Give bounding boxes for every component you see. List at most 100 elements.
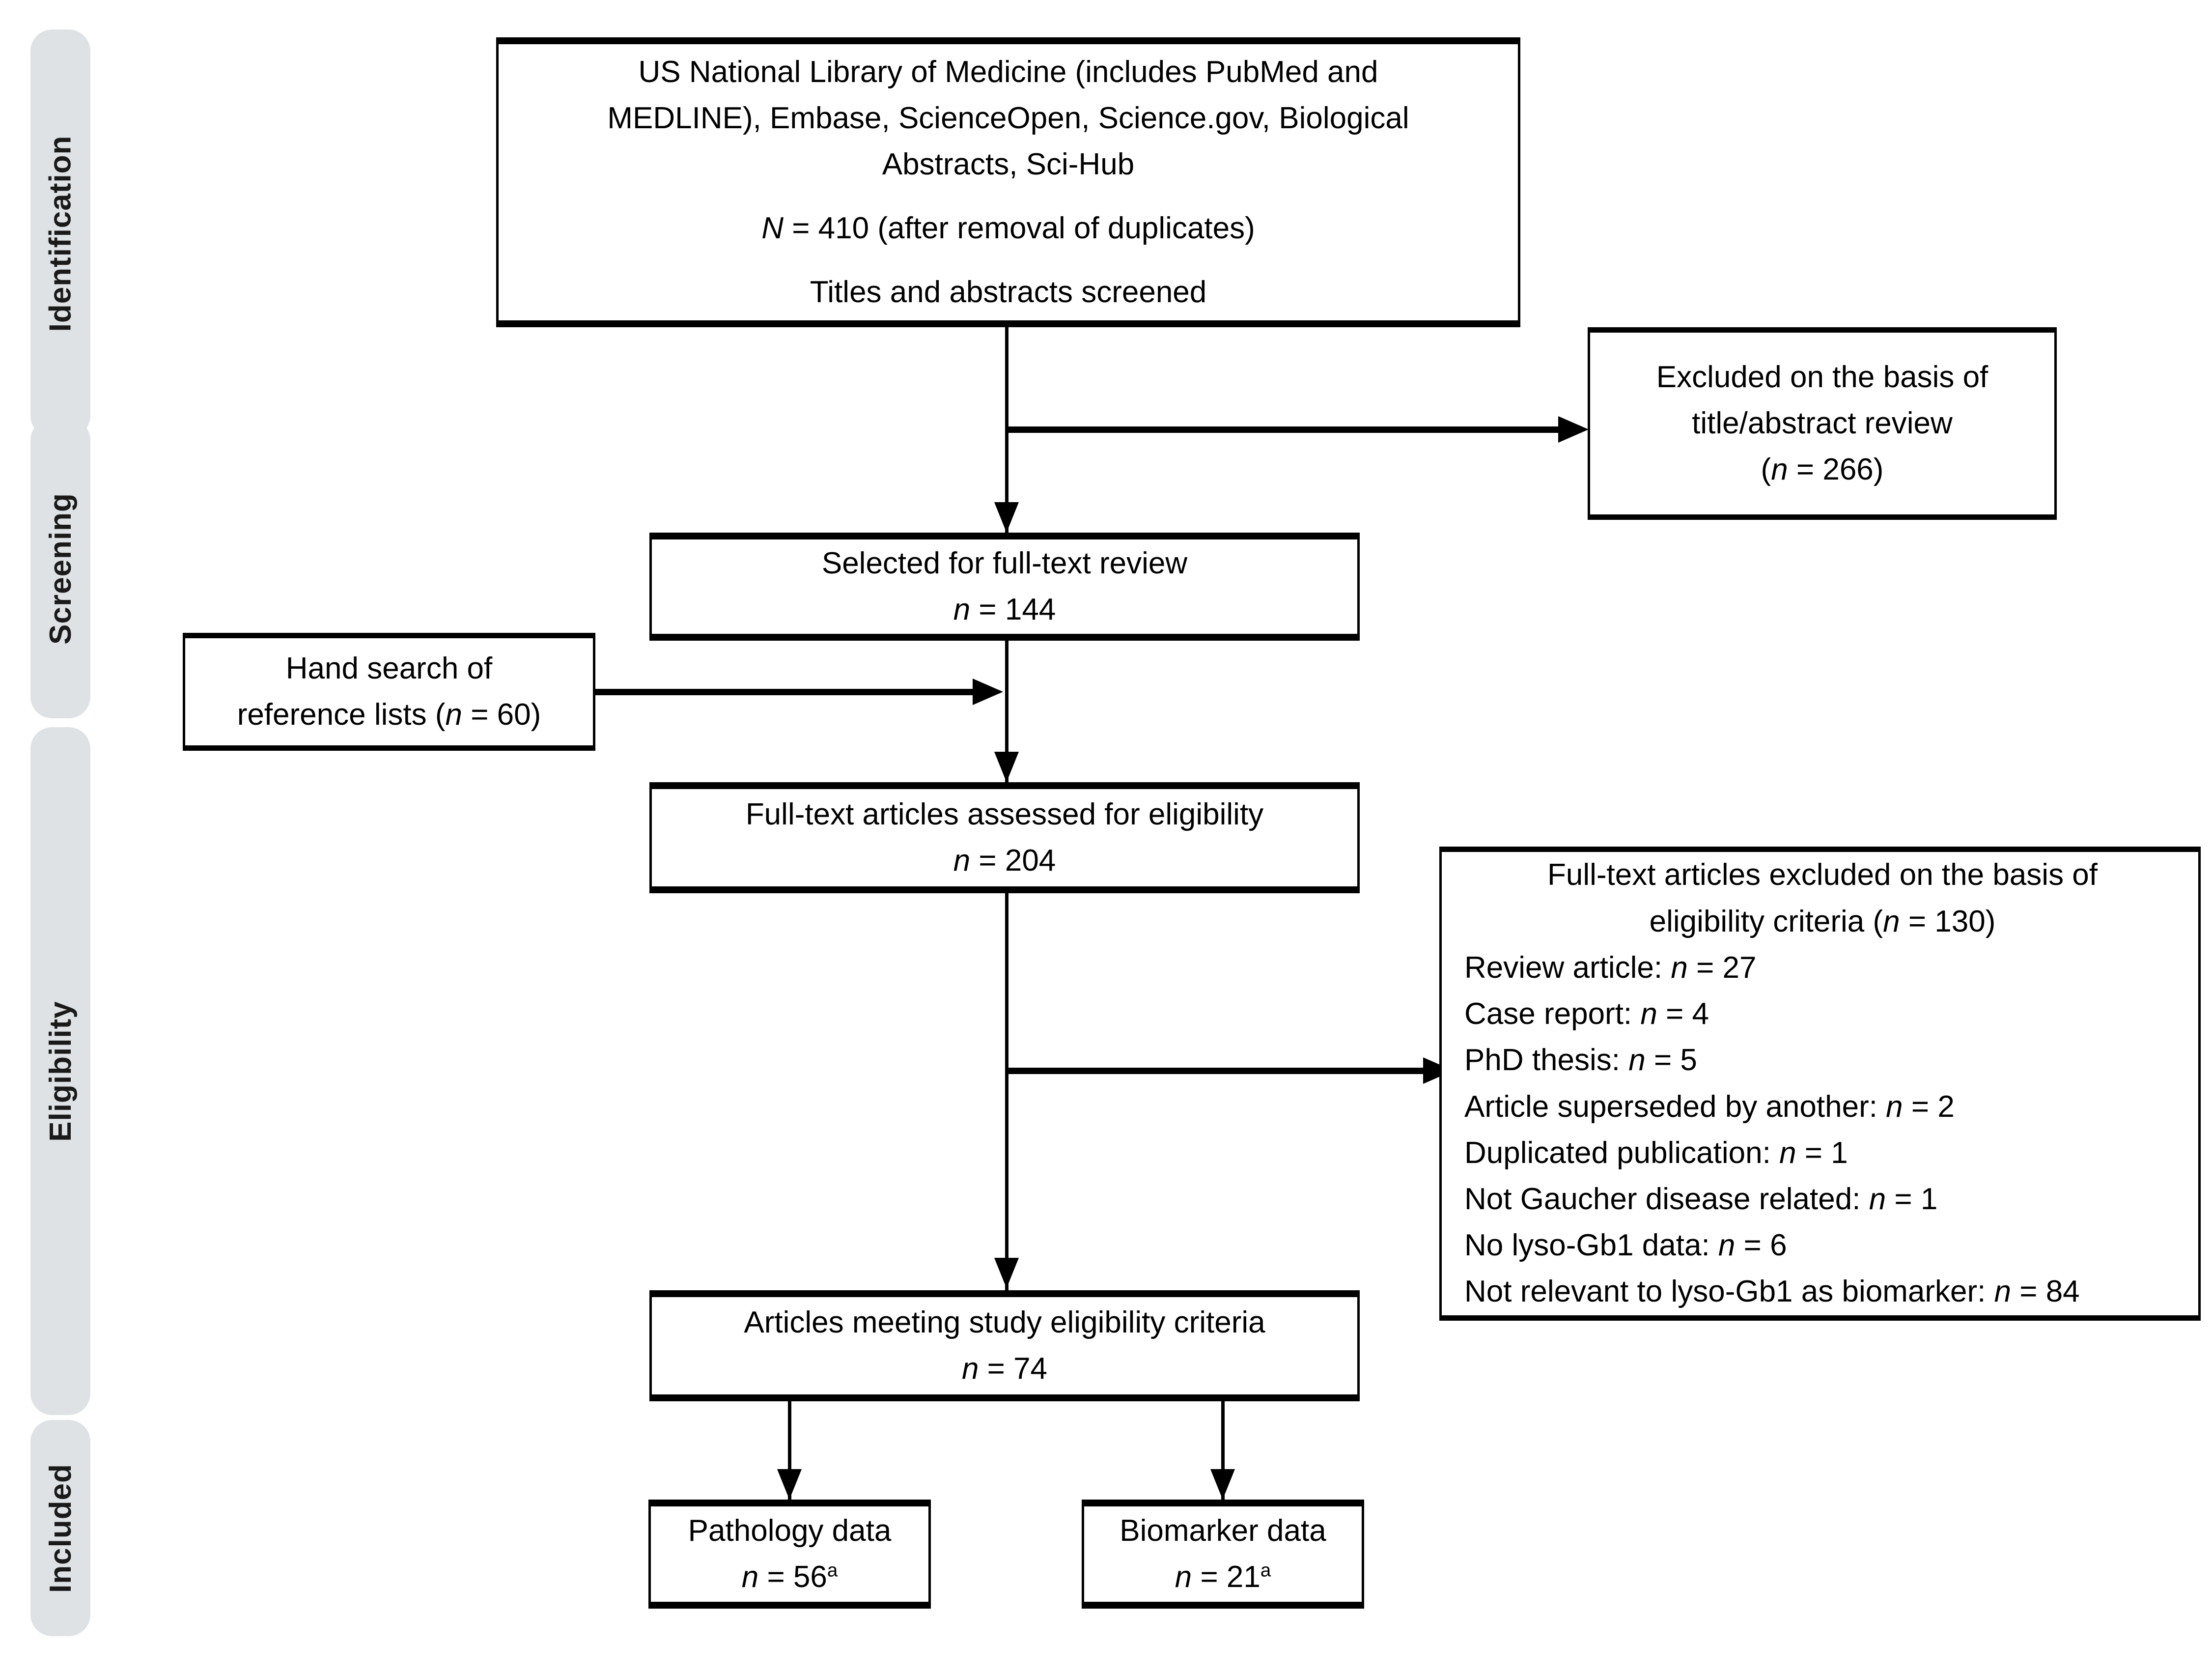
excluded-reason-prefix: n (1779, 1135, 1796, 1170)
sources-line-3: Abstracts, Sci-Hub (882, 147, 1135, 182)
excluded-elig-header-2: eligibility criteria (n = 130) (1464, 899, 2181, 945)
biomarker-count-prefix: n (1175, 1560, 1192, 1594)
phase-tab-screening: Screening (30, 419, 90, 718)
excluded-elig-header-1: Full-text articles excluded on the basis… (1547, 858, 2098, 892)
box-sources: US National Library of Medicine (include… (496, 37, 1520, 327)
excluded-ta-line-1: Excluded on the basis of (1656, 360, 1988, 394)
excluded-elig-header2-post: = 130) (1900, 904, 1996, 938)
excluded-reason-value: = 84 (2011, 1275, 2080, 1309)
excluded-reason-value: = 2 (1903, 1089, 1955, 1124)
box-meeting-criteria: Articles meeting study eligibility crite… (649, 1290, 1360, 1401)
sources-count-prefix: N (761, 211, 784, 246)
excluded-reason-label: Not relevant to lyso-Gb1 as biomarker: (1464, 1275, 1994, 1309)
sources-line-2: MEDLINE), Embase, ScienceOpen, Science.g… (607, 101, 1409, 136)
connector-meeting-to-biomarker (1221, 1401, 1225, 1500)
connector-meeting-to-pathology (788, 1401, 791, 1500)
excluded-reason-label: Case report: (1464, 997, 1641, 1031)
arrow-selected-to-assessed (994, 752, 1019, 782)
excluded-reason-item: Not relevant to lyso-Gb1 as biomarker: n… (1464, 1269, 2181, 1315)
arrow-sources-to-excluded (1558, 416, 1589, 443)
selected-count: n = 144 (665, 587, 1344, 633)
pathology-count-value: = 56 (758, 1560, 827, 1594)
excluded-reason-label: Review article: (1464, 950, 1671, 985)
pathology-count: n = 56a (664, 1554, 916, 1600)
excluded-reason-prefix: n (1994, 1275, 2012, 1309)
excluded-reason-prefix: n (1886, 1089, 1903, 1124)
hand-search-line-2: reference lists (n = 60) (198, 692, 580, 738)
excluded-reason-item: Article superseded by another: n = 2 (1464, 1084, 2181, 1130)
arrow-meeting-to-pathology (777, 1469, 802, 1500)
pathology-count-note: a (827, 1560, 838, 1581)
excluded-reason-item: Review article: n = 27 (1464, 945, 2181, 991)
selected-count-value: = 144 (970, 593, 1056, 626)
assessed-line-1: Full-text articles assessed for eligibil… (745, 797, 1264, 831)
excluded-elig-header2-prefix: n (1883, 904, 1900, 938)
assessed-count-value: = 204 (970, 844, 1056, 878)
pathology-count-prefix: n (741, 1560, 759, 1594)
excluded-reason-value: = 4 (1657, 997, 1709, 1031)
box-pathology-data: Pathology data n = 56a (648, 1500, 931, 1609)
excluded-reason-value: = 6 (1735, 1228, 1787, 1263)
excluded-reason-label: No lyso-Gb1 data: (1464, 1228, 1718, 1263)
excluded-reason-label: Article superseded by another: (1464, 1089, 1886, 1124)
arrow-assessed-to-meeting (994, 1258, 1019, 1288)
excluded-elig-header2-pre: eligibility criteria ( (1649, 904, 1883, 938)
excluded-reason-prefix: n (1628, 1043, 1646, 1078)
assessed-count-prefix: n (953, 844, 971, 878)
excluded-reason-value: = 5 (1645, 1043, 1697, 1078)
excluded-ta-line-2: title/abstract review (1692, 406, 1953, 440)
excluded-reason-item: Case report: n = 4 (1464, 991, 2181, 1037)
biomarker-count-value: = 21 (1192, 1560, 1260, 1594)
connector-sources-to-excluded (1005, 426, 1560, 433)
sources-count: N = 410 (after removal of duplicates) (511, 205, 1505, 252)
selected-line-1: Selected for full-text review (821, 546, 1188, 580)
connector-assessed-down (1005, 893, 1008, 1291)
box-biomarker-data: Biomarker data n = 21a (1082, 1500, 1364, 1609)
connector-assessed-to-excluded (1005, 1068, 1425, 1074)
excluded-reason-item: Not Gaucher disease related: n = 1 (1464, 1176, 2181, 1222)
hand-search-line2-pre: reference lists ( (237, 698, 446, 732)
hand-search-line2-prefix: n (445, 698, 462, 732)
biomarker-line-1: Biomarker data (1120, 1513, 1326, 1548)
biomarker-count: n = 21a (1097, 1554, 1349, 1600)
meeting-count: n = 74 (665, 1346, 1344, 1392)
excluded-reason-prefix: n (1718, 1228, 1736, 1263)
meeting-line-1: Articles meeting study eligibility crite… (744, 1305, 1265, 1339)
phase-label-eligibility: Eligibility (43, 1000, 78, 1142)
excluded-reason-prefix: n (1869, 1182, 1886, 1216)
sources-screened: Titles and abstracts screened (810, 275, 1207, 309)
phase-tab-identification: Identification (30, 29, 90, 437)
sources-count-value: = 410 (after removal of duplicates) (784, 211, 1255, 246)
sources-line-1: US National Library of Medicine (include… (638, 55, 1378, 89)
excluded-ta-count-prefix: n (1771, 453, 1788, 487)
excluded-ta-count: (n = 266) (1603, 447, 2042, 493)
excluded-ta-count-open: ( (1761, 453, 1771, 487)
excluded-reason-item: Duplicated publication: n = 1 (1464, 1130, 2181, 1176)
phase-tab-eligibility: Eligibility (30, 727, 90, 1415)
hand-search-line-1: Hand search of (285, 651, 493, 685)
pathology-line-1: Pathology data (688, 1513, 892, 1548)
hand-search-line2-post: = 60) (462, 698, 541, 732)
meeting-count-value: = 74 (979, 1352, 1048, 1386)
excluded-reason-prefix: n (1671, 950, 1688, 985)
connector-hand-search-to-main (595, 689, 975, 695)
phase-label-included: Included (43, 1463, 78, 1593)
connector-selected-down (1005, 641, 1008, 783)
box-excluded-title-abstract: Excluded on the basis of title/abstract … (1588, 327, 2057, 520)
excluded-reason-label: Not Gaucher disease related: (1464, 1182, 1869, 1216)
selected-count-prefix: n (953, 593, 971, 626)
box-selected-full-text: Selected for full-text review n = 144 (649, 533, 1360, 641)
arrow-meeting-to-biomarker (1210, 1469, 1235, 1500)
excluded-reason-label: Duplicated publication: (1464, 1135, 1780, 1170)
box-excluded-eligibility: Full-text articles excluded on the basis… (1439, 847, 2201, 1321)
excluded-reason-value: = 27 (1687, 950, 1757, 985)
arrow-hand-search (973, 679, 1003, 705)
excluded-reason-item: No lyso-Gb1 data: n = 6 (1464, 1222, 2181, 1269)
meeting-count-prefix: n (961, 1352, 979, 1386)
phase-label-identification: Identification (43, 135, 78, 332)
box-assessed-eligibility: Full-text articles assessed for eligibil… (649, 782, 1360, 893)
excluded-reason-value: = 1 (1796, 1135, 1848, 1170)
phase-tab-included: Included (30, 1420, 90, 1636)
biomarker-count-note: a (1260, 1560, 1271, 1581)
